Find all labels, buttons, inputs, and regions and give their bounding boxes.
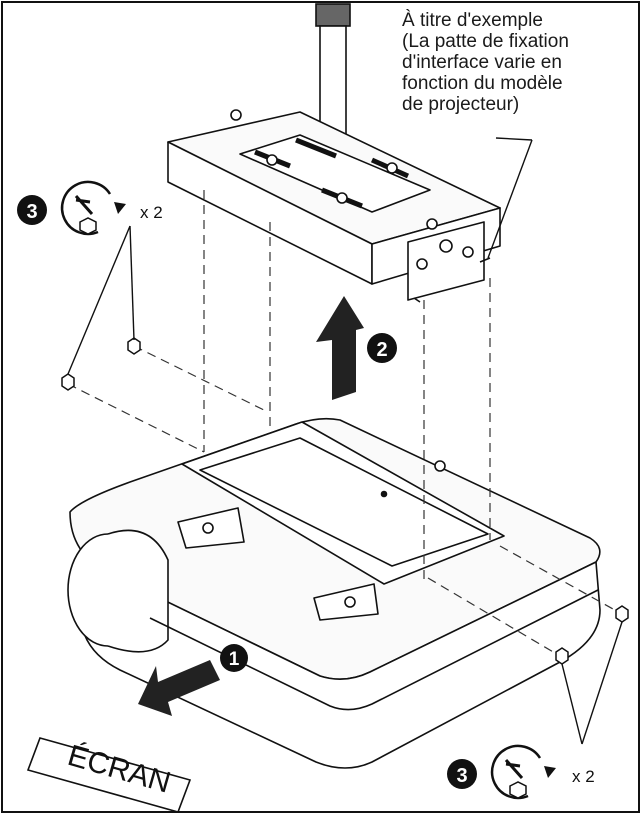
- callout-lines: [67, 137, 623, 745]
- step-badge-1: 1: [220, 644, 248, 672]
- step-badge-3-bottom: 3: [447, 759, 477, 789]
- direction-arrow-icon: [138, 660, 220, 716]
- nut-icon: [61, 337, 629, 665]
- svg-text:3: 3: [26, 201, 37, 223]
- multiplier-top: x 2: [140, 203, 163, 222]
- screen-label-box: ÉCRAN: [26, 737, 192, 813]
- svg-text:3: 3: [456, 765, 467, 787]
- caption-line: À titre d'exemple: [402, 10, 543, 31]
- wrench-rotate-icon: [60, 180, 126, 236]
- svg-text:2: 2: [376, 339, 387, 361]
- caption-line: de projecteur): [402, 94, 520, 115]
- up-arrow-icon: [316, 296, 364, 400]
- ceiling-bracket: [167, 109, 501, 303]
- caption-line: fonction du modèle: [402, 73, 563, 94]
- step-badge-3-top: 3: [17, 195, 47, 225]
- wrench-rotate-icon: [490, 744, 556, 800]
- alignment-guides: [67, 190, 623, 657]
- caption-line: d'interface varie en: [402, 52, 562, 73]
- svg-text:1: 1: [229, 649, 240, 670]
- step-badge-2: 2: [367, 333, 397, 363]
- example-caption: À titre d'exemple (La patte de fixation …: [402, 10, 638, 115]
- multiplier-bottom: x 2: [572, 767, 595, 786]
- caption-line: (La patte de fixation: [402, 31, 569, 52]
